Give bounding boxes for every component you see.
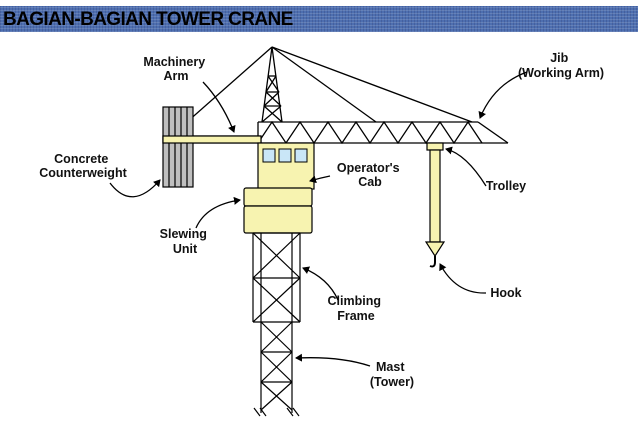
operators-cab — [257, 142, 315, 190]
label-slewing-unit: Slewing Unit — [160, 227, 211, 256]
mast — [253, 321, 300, 417]
arrow-mast — [295, 353, 371, 367]
arrow-jib — [478, 71, 528, 119]
arrow-trolley — [445, 146, 487, 187]
title-bar: BAGIAN-BAGIAN TOWER CRANE — [0, 6, 638, 32]
arrow-machinery-arm — [202, 81, 236, 133]
slewing-unit — [243, 187, 313, 234]
hook-assembly — [424, 149, 446, 268]
label-mast: Mast (Tower) — [370, 360, 414, 389]
arrow-hook — [439, 263, 487, 294]
page-title: BAGIAN-BAGIAN TOWER CRANE — [3, 9, 293, 30]
concrete-counterweight — [162, 106, 194, 188]
arrow-climbing-frame — [302, 266, 339, 301]
label-machinery-arm: Machinery Arm — [143, 55, 208, 83]
arrow-slewing-unit — [195, 196, 241, 229]
label-hook: Hook — [490, 286, 521, 300]
label-concrete-counterweight: Concrete Counterweight — [39, 152, 127, 180]
cab-window-3 — [294, 148, 308, 163]
arrow-operators-cab — [309, 175, 331, 184]
climbing-frame — [252, 232, 301, 323]
arrow-concrete-counterweight — [109, 179, 161, 198]
hook-icon — [429, 256, 436, 268]
tower-head — [261, 46, 283, 123]
jib-truss — [257, 120, 509, 145]
label-operators-cab: Operator's Cab — [337, 161, 403, 189]
callout-arrows — [109, 71, 528, 367]
support-cables — [169, 46, 473, 138]
label-trolley: Trolley — [486, 179, 526, 193]
trolley — [426, 142, 444, 151]
label-climbing-frame: Climbing Frame — [328, 294, 385, 323]
machinery-arm-front — [162, 135, 262, 144]
cab-window-1 — [262, 148, 276, 163]
cab-window-2 — [278, 148, 292, 163]
label-jib: Jib (Working Arm) — [518, 51, 604, 80]
